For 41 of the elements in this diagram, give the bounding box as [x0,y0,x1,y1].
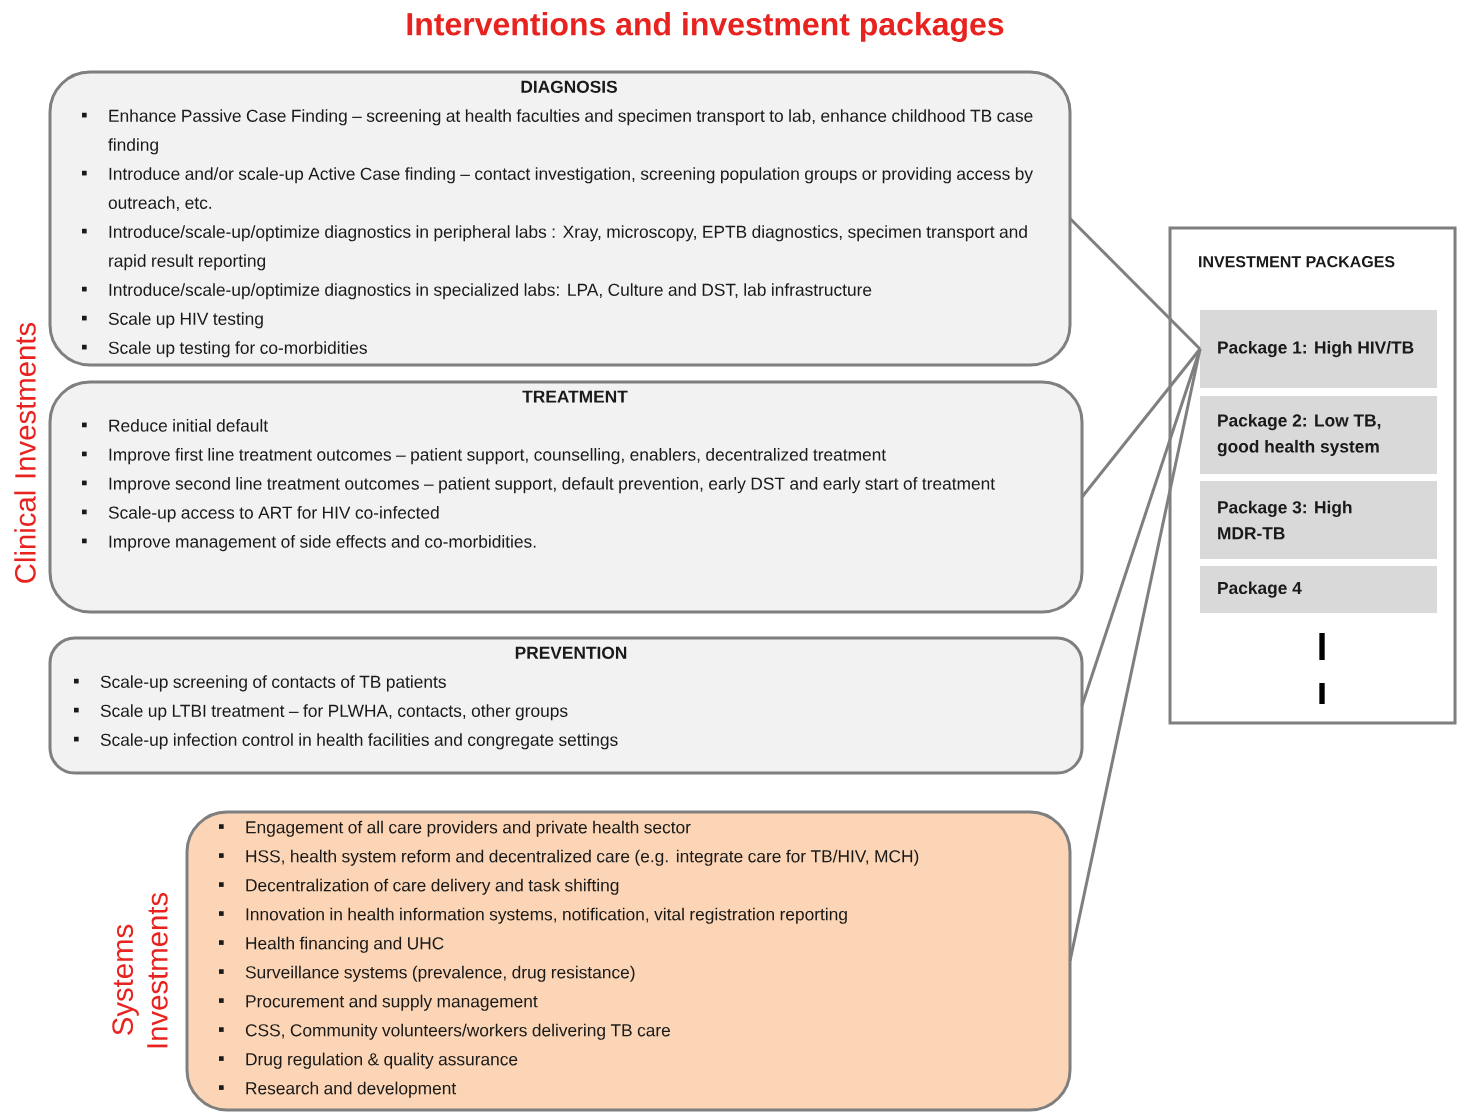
bullet-item: Procurement and supply management [219,994,538,1011]
bullet-item: Engagement of all care providers and private health sector [219,820,691,837]
bullet-item: Enhance Passive Case Finding – screening at health faculties and specimen transport to lab, enhance childhood TB case finding [82,109,1033,155]
bullet-item: Scale-up access to ART for HIV co-infected [82,506,439,523]
connector-line [1080,348,1202,498]
bullet-item: Research and development [219,1081,457,1098]
package-box: Package 2: Low TB, good health system [1200,396,1437,474]
section-heading: DIAGNOSIS [521,80,617,93]
title: Interventions and investment packages [407,12,1004,42]
bullet-item: Scale up LTBI treatment – for PLWHA, contacts, other groups [74,704,568,721]
bullet-item: Introduce and/or scale-up Active Case finding – contact investigation, screening population groups or providing access by outreach, etc. [82,167,1033,211]
bullet-item: Scale up HIV testing [82,312,263,329]
treatment-panel [48,380,1084,614]
bullet-item: CSS, Community volunteers/workers delivering TB care [219,1023,670,1040]
package-box: Package 4 [1200,566,1437,613]
systems-panel [185,810,1072,1112]
section-heading: PREVENTION [515,646,627,659]
section-heading: TREATMENT [522,390,628,403]
bullet-item: Improve first line treatment outcomes – patient support, counselling, enablers, decentralized treatment [82,448,886,465]
diagnosis-panel [48,70,1072,367]
bullet-item: Reduce initial default [82,419,268,432]
bullet-item: Drug regulation & quality assurance [219,1052,518,1069]
section-heading: INVESTMENT PACKAGES [1199,256,1395,268]
package-box: Package 1: High HIV/TB [1200,310,1437,388]
bullet-item: Introduce/scale-up/optimize diagnostics in specialized labs: LPA, Culture and DST, lab infrastructure [82,283,872,300]
bullet-item: Decentralization of care delivery and task shifting [219,878,619,895]
bullet-item: Scale up testing for co-morbidities [82,341,367,358]
package-box: Package 3: High MDR-TB [1200,481,1437,559]
bullet-item: Scale-up screening of contacts of TB patients [74,675,446,692]
connector-line [1068,348,1202,962]
prevention-panel [48,636,1084,775]
bullet-item: Surveillance systems (prevalence, drug resistance) [219,965,635,982]
bullet-item: Improve second line treatment outcomes – patient support, default prevention, early DST and early start of treatment [82,477,995,494]
bullet-item: Innovation in health information systems, notification, vital registration reporting [219,907,847,924]
bullet-item: Scale-up infection control in health facilities and congregate settings [74,733,618,750]
bullet-item: HSS, health system reform and decentralized care (e.g. integrate care for TB/HIV, MCH) [219,849,919,866]
bullet-item: Health financing and UHC [219,936,444,953]
bullet-item: Introduce/scale-up/optimize diagnostics in peripheral labs : Xray, microscopy, EPTB diagnostics, specimen transport and rapid result reporting [82,225,1027,271]
connector-line [1068,217,1202,351]
bullet-item: Improve management of side effects and co-morbidities. [82,535,536,552]
side-label: Clinical Investments [14,322,36,583]
